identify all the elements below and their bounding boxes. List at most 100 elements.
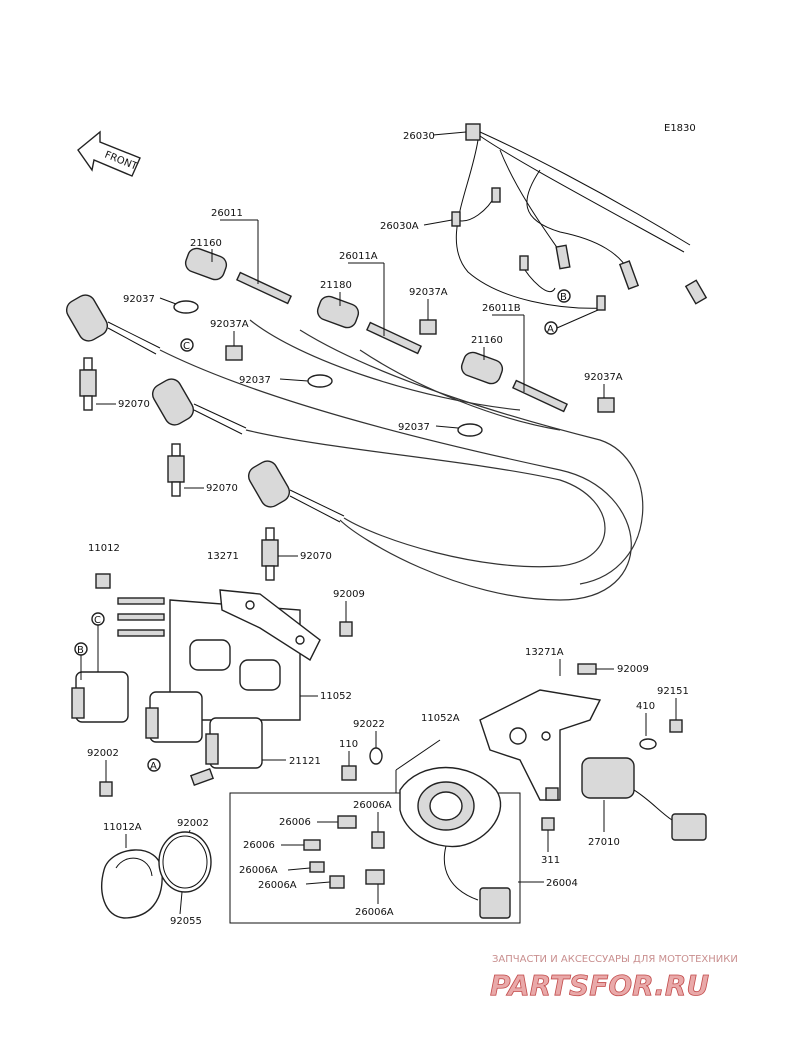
label-13271: 13271 — [207, 551, 239, 562]
spark-plug-2 — [167, 443, 185, 497]
fuse-26006-b — [303, 839, 321, 851]
clamp-92037a-1 — [225, 345, 243, 361]
fuse-holder-26006 — [337, 815, 357, 829]
front-arrow-icon: FRONT — [77, 130, 141, 177]
fuse-26006a-d — [365, 869, 385, 885]
label-11012a: 11012A — [103, 822, 142, 833]
label-26006-a: 26006 — [279, 817, 311, 828]
coil-cap-21160-b — [460, 351, 568, 413]
coil-bracket — [169, 589, 321, 721]
bolt-110 — [341, 765, 357, 781]
washer-410 — [639, 738, 657, 750]
svg-text:C: C — [94, 615, 101, 626]
relay-bracket — [479, 689, 602, 801]
marker-b-top: B — [557, 289, 571, 303]
washer-92022 — [369, 747, 383, 765]
label-92002-b: 92002 — [177, 818, 209, 829]
label-26006-b: 26006 — [243, 840, 275, 851]
relay-27010 — [581, 757, 707, 841]
marker-a-top: A — [544, 321, 558, 335]
spark-plug-3 — [261, 527, 279, 581]
label-410: 410 — [636, 701, 655, 712]
label-92070-b: 92070 — [206, 483, 238, 494]
label-21160-a: 21160 — [190, 238, 222, 249]
marker-a-bottom: A — [147, 758, 161, 772]
label-92037a-b: 92037A — [409, 287, 448, 298]
label-26030: 26030 — [403, 131, 435, 142]
marker-b-bottom: B — [74, 642, 88, 656]
ignition-coil-3 — [205, 717, 263, 769]
kit-box — [229, 792, 521, 924]
plug-cap-3 — [247, 460, 345, 523]
bolt-92009-a — [339, 621, 353, 637]
label-92037-c: 92037 — [398, 422, 430, 433]
plug-cap-2 — [151, 378, 247, 435]
label-92037-a: 92037 — [123, 294, 155, 305]
label-21180: 21180 — [320, 280, 352, 291]
label-13271a: 13271A — [525, 647, 564, 658]
watermark-brand: PARTSFOR.RU — [490, 969, 709, 1002]
fuse-26006a-c — [329, 875, 345, 889]
diagram-code: E1830 — [664, 123, 696, 134]
label-92151: 92151 — [657, 686, 689, 697]
sensor-26004 — [399, 766, 511, 919]
bolt-92009-b — [577, 663, 597, 675]
bolt-21121 — [189, 767, 215, 787]
label-110: 110 — [339, 739, 358, 750]
ring-92037-2 — [307, 374, 333, 388]
ignition-coil-2 — [145, 691, 203, 743]
svg-text:C: C — [183, 341, 190, 352]
label-92070-c: 92070 — [300, 551, 332, 562]
loop-hose-outer — [159, 349, 632, 601]
label-92055: 92055 — [170, 916, 202, 927]
label-26006a-b: 26006A — [239, 865, 278, 876]
bolt-11012 — [95, 573, 111, 589]
svg-text:B: B — [77, 645, 84, 656]
label-26006a-d: 26006A — [355, 907, 394, 918]
ring-92037-3 — [457, 423, 483, 437]
wiring-harness — [451, 123, 708, 311]
label-92037a-a: 92037A — [210, 319, 249, 330]
label-11052a: 11052A — [421, 713, 460, 724]
label-92037a-c: 92037A — [584, 372, 623, 383]
label-26004: 26004 — [546, 878, 578, 889]
label-27010: 27010 — [588, 837, 620, 848]
marker-c-top: C — [180, 338, 194, 352]
nut-bracket — [545, 787, 559, 801]
label-26011: 26011 — [211, 208, 243, 219]
label-26006a-a: 26006A — [353, 800, 392, 811]
label-92022: 92022 — [353, 719, 385, 730]
watermark-caption: ЗАПЧАСТИ И АКСЕССУАРЫ ДЛЯ МОТОТЕХНИКИ — [492, 954, 738, 965]
label-26011b: 26011B — [482, 303, 521, 314]
label-26011a: 26011A — [339, 251, 378, 262]
loop-hose-mid — [245, 429, 606, 568]
coil-cap-21160-a — [184, 247, 292, 305]
label-21121: 21121 — [289, 756, 321, 767]
bolt-92151 — [669, 719, 683, 733]
spark-plug-1 — [79, 357, 97, 411]
label-92002-a: 92002 — [87, 748, 119, 759]
coil-cap-21180 — [316, 295, 422, 355]
cover-cap-11012a — [101, 849, 163, 919]
label-26006a-c: 26006A — [258, 880, 297, 891]
label-92037-b: 92037 — [239, 375, 271, 386]
clamp-92037a-3 — [597, 397, 615, 413]
label-26030a: 26030A — [380, 221, 419, 232]
label-21160-b: 21160 — [471, 335, 503, 346]
fuse-26006a-a — [371, 831, 385, 849]
fuse-26006a-b — [309, 861, 325, 873]
label-311: 311 — [541, 855, 560, 866]
svg-text:A: A — [150, 761, 157, 772]
svg-text:B: B — [560, 292, 567, 303]
o-ring-92055 — [158, 831, 212, 893]
loop-hose-inner — [299, 329, 644, 585]
ignition-coil-1 — [71, 671, 129, 723]
coil-terminals — [117, 597, 165, 637]
ring-92037-1 — [173, 300, 199, 314]
label-11052: 11052 — [320, 691, 352, 702]
label-92009-b: 92009 — [617, 664, 649, 675]
label-92009-a: 92009 — [333, 589, 365, 600]
svg-text:A: A — [547, 324, 554, 335]
label-92070-a: 92070 — [118, 399, 150, 410]
